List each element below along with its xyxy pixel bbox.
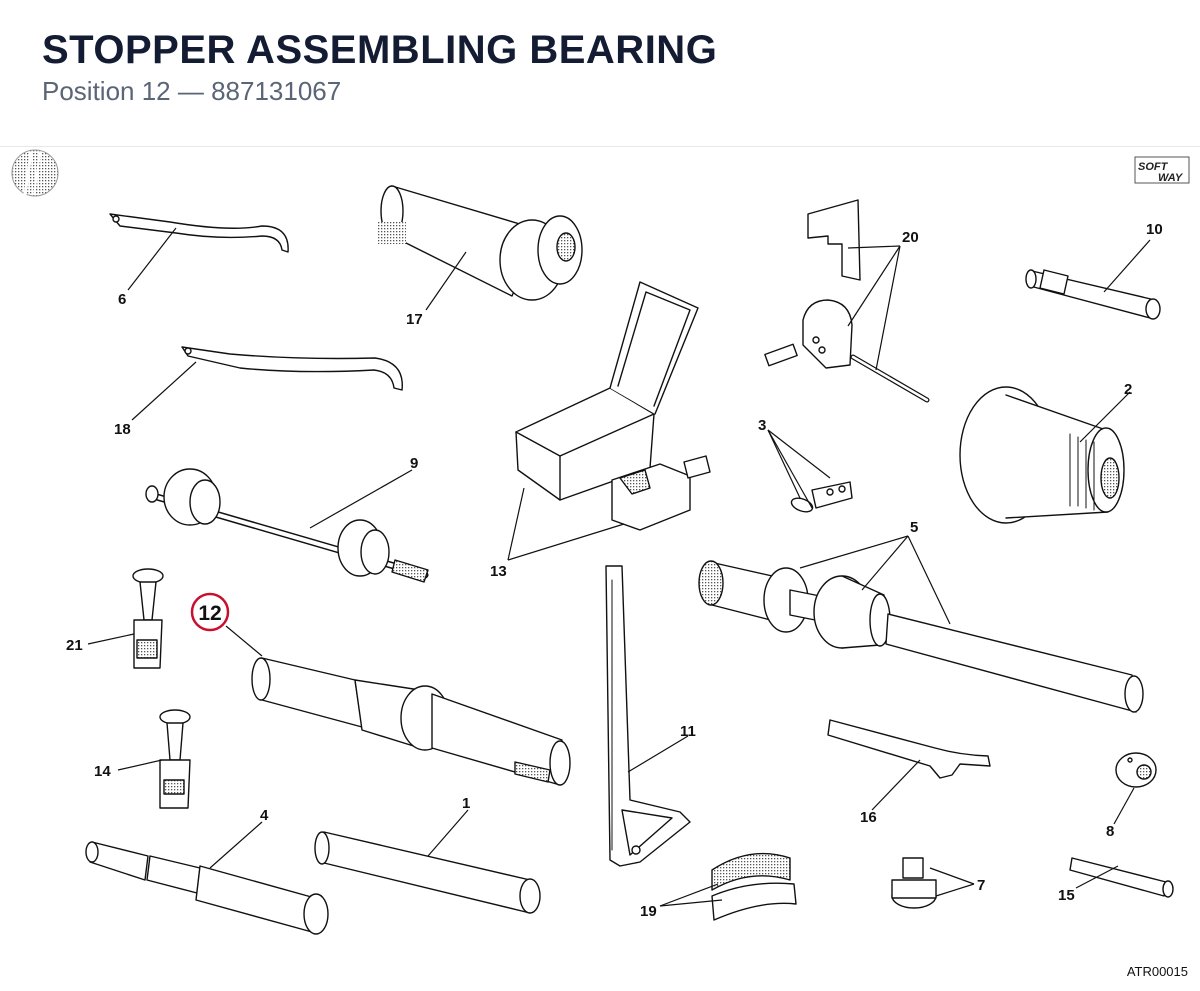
- label-16: 16: [860, 809, 877, 826]
- label-7: 7: [977, 877, 985, 894]
- tool-2-bell-sleeve: [959, 386, 1125, 524]
- reference-code: ATR00015: [1126, 964, 1188, 979]
- label-21: 21: [66, 637, 83, 654]
- label-3: 3: [758, 417, 766, 434]
- callout-label-12: 12: [198, 602, 221, 625]
- tool-19-half-shells: [711, 852, 797, 921]
- label-11: 11: [680, 723, 696, 740]
- label-10: 10: [1146, 221, 1163, 238]
- label-8: 8: [1106, 823, 1114, 840]
- highlighted-callout-12: 12: [190, 592, 263, 657]
- tool-11-support-arm: [605, 565, 691, 867]
- tool-14-puller: [159, 709, 191, 809]
- leader-lines: [87, 227, 1151, 907]
- tool-10-pin: [1025, 269, 1161, 320]
- tool-9-puller-rod: [145, 468, 429, 583]
- tool-13-storage-box: [515, 281, 711, 531]
- tool-8-nut: [1115, 752, 1157, 788]
- label-2: 2: [1124, 381, 1132, 398]
- label-5: 5: [910, 519, 918, 536]
- label-1: 1: [462, 795, 470, 812]
- tool-6-hook-spanner: [109, 213, 289, 253]
- tool-1-bar: [314, 831, 541, 914]
- tool-16-spanner: [827, 719, 991, 779]
- tool-5-sleeve-set: [698, 560, 1144, 713]
- tool-15-pin: [1069, 857, 1174, 898]
- highlight-ring: [190, 592, 230, 632]
- label-20: 20: [902, 229, 919, 246]
- page-header: STOPPER ASSEMBLING BEARING Position 12 —…: [0, 0, 1200, 147]
- tool-7-adapter: [891, 857, 937, 909]
- label-17: 17: [406, 311, 423, 328]
- tool-18-hook-spanner: [181, 346, 403, 391]
- page-title: STOPPER ASSEMBLING BEARING: [42, 28, 718, 72]
- softway-soft-text: SOFT: [1138, 161, 1169, 173]
- tool-17-sleeve: [378, 185, 583, 301]
- label-6: 6: [118, 291, 126, 308]
- page-subtitle: Position 12 — 887131067: [42, 76, 342, 106]
- softway-way-text: WAY: [1158, 172, 1184, 184]
- label-14: 14: [94, 763, 111, 780]
- label-18: 18: [114, 421, 131, 438]
- label-13: 13: [490, 563, 507, 580]
- label-15: 15: [1058, 887, 1075, 904]
- label-4: 4: [260, 807, 269, 824]
- label-19: 19: [640, 903, 657, 920]
- part-labels: 1 2 3 4 5 6 7 8 9 10 11 13 14 15 16 17 1…: [66, 221, 1163, 920]
- label-9: 9: [410, 455, 418, 472]
- manufacturer-logo-icon: [11, 149, 59, 197]
- tool-20-puller-set: [764, 199, 930, 403]
- softway-logo-icon: SOFT WAY: [1134, 156, 1190, 184]
- tool-3-keys: [790, 481, 853, 513]
- tool-12-stopper: [251, 657, 571, 786]
- tool-21-puller: [132, 568, 164, 669]
- tool-4-drift: [85, 841, 329, 935]
